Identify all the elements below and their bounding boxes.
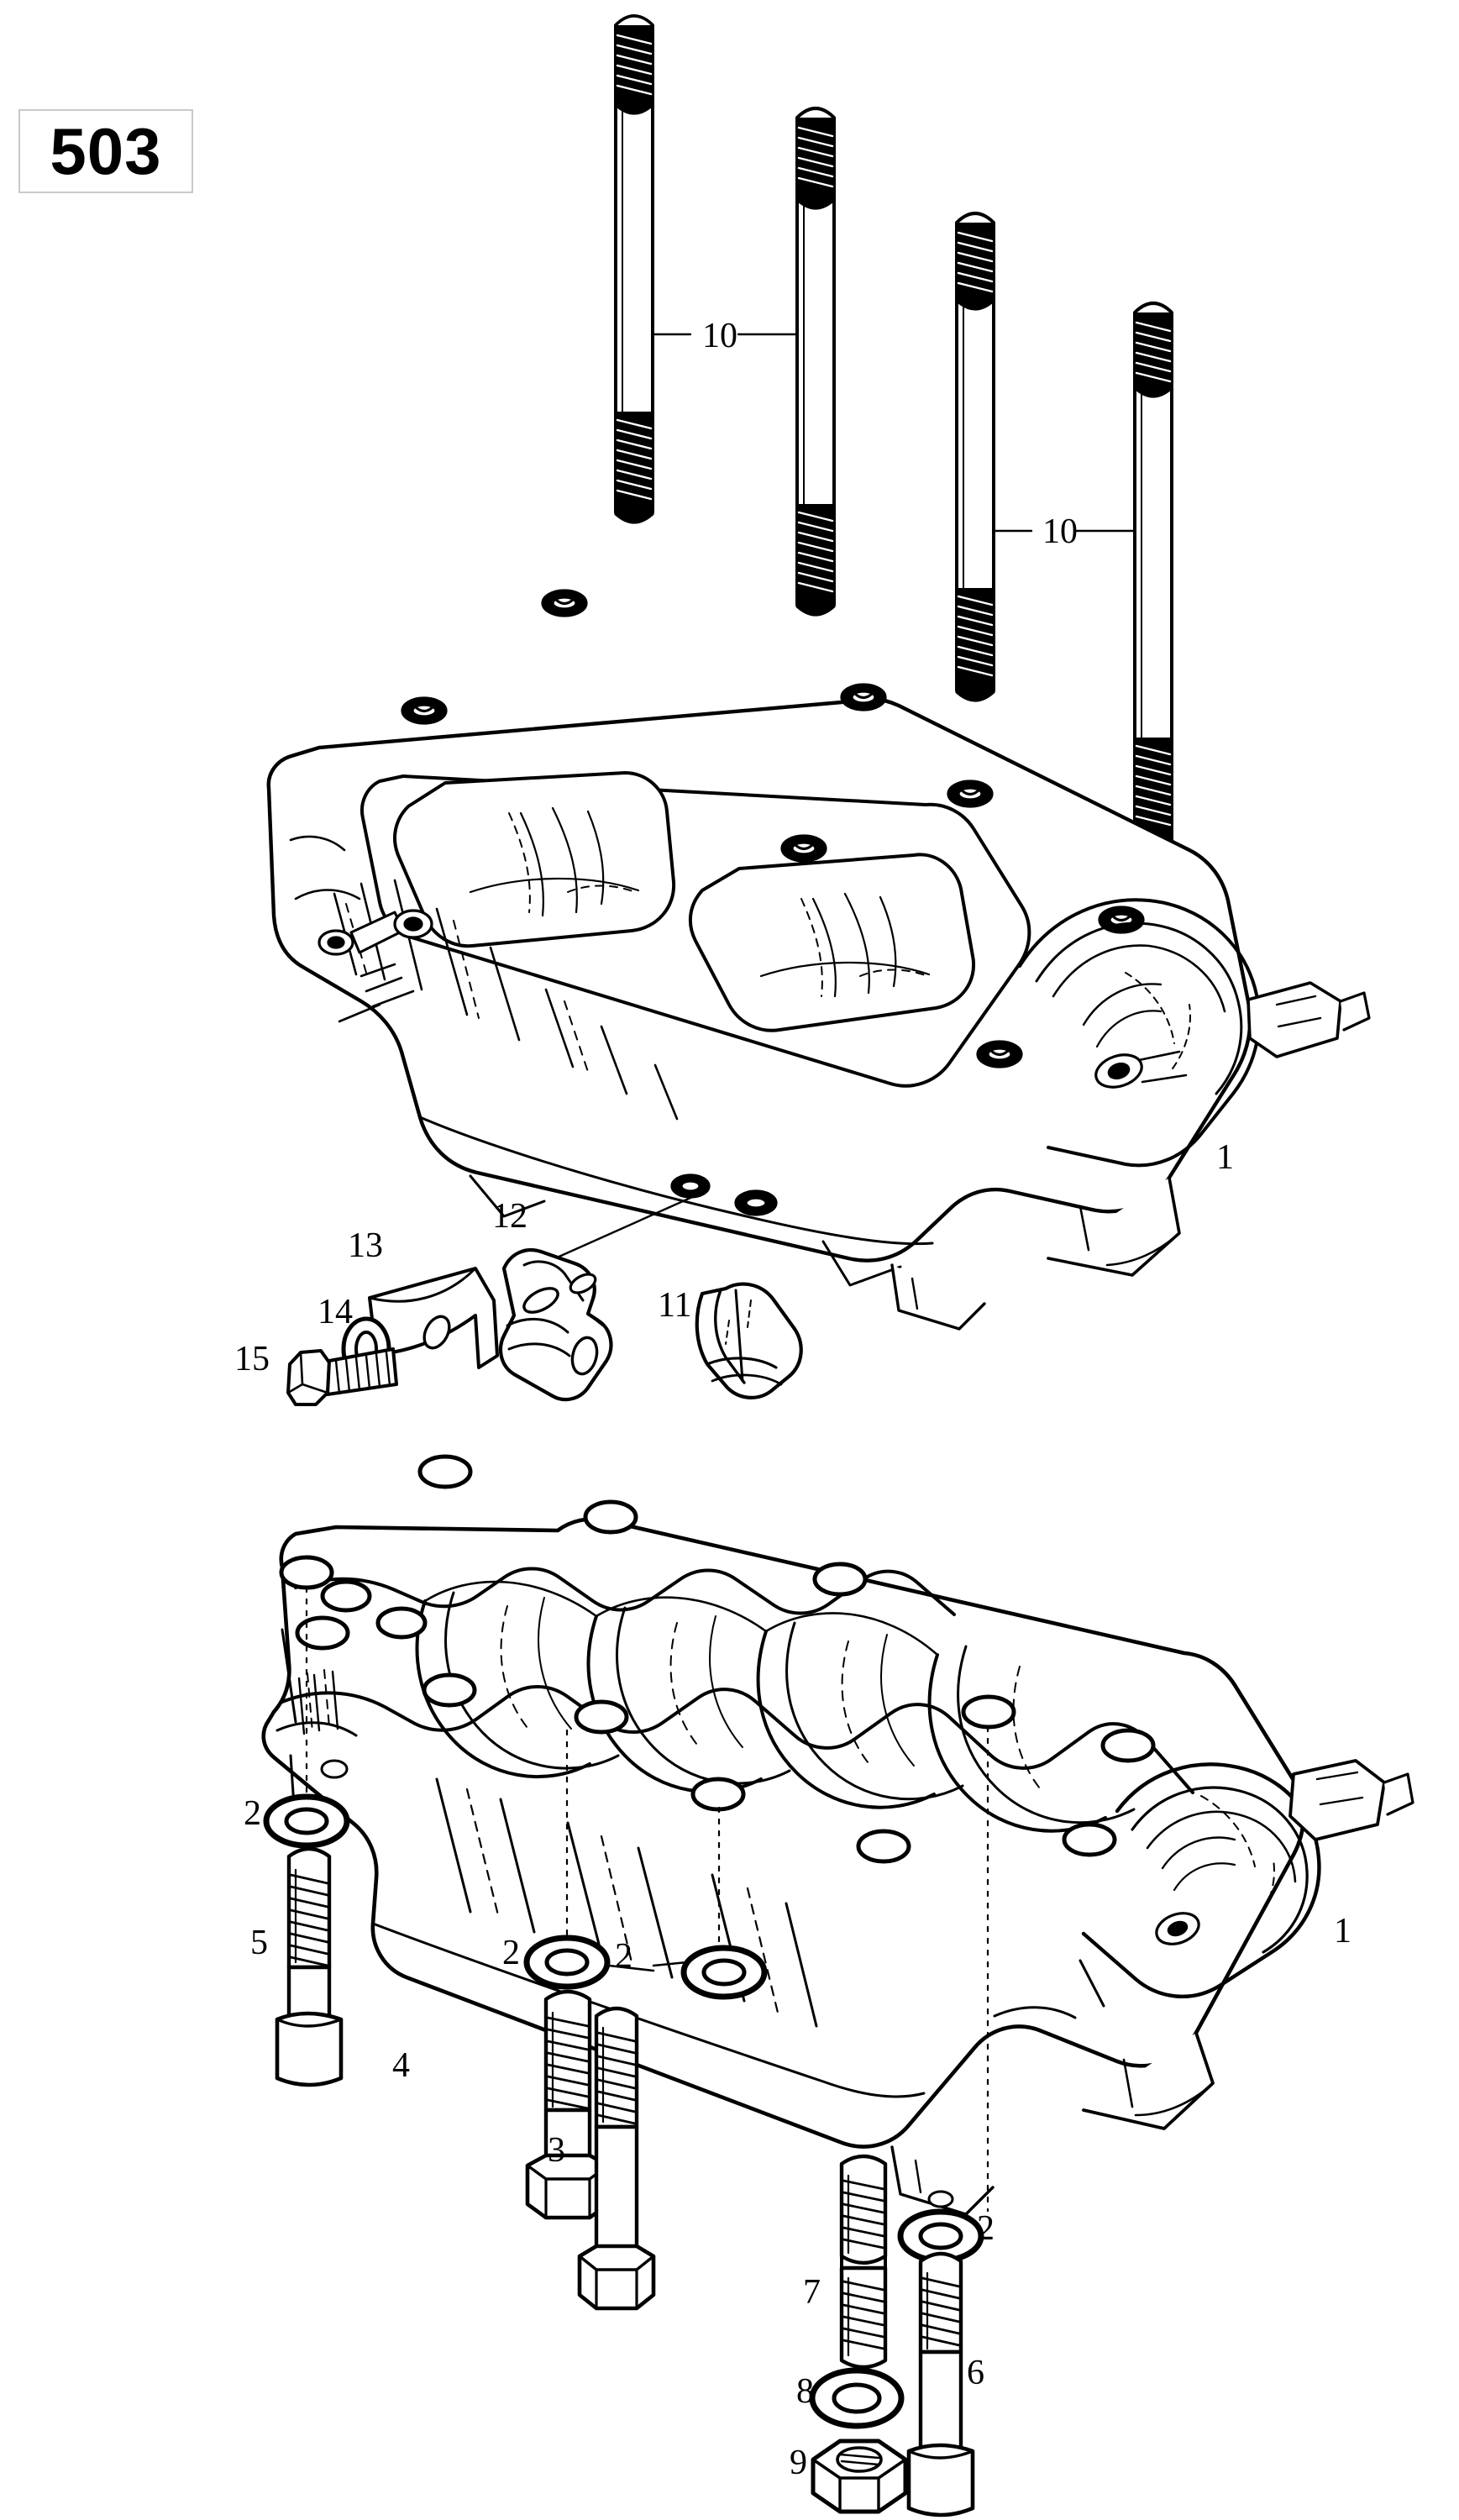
part-cable-guide-bracket (498, 1247, 613, 1402)
part-hex-bolt-4 (525, 1989, 611, 2220)
callout-12: 12 (492, 1197, 527, 1236)
callout-1-lower-case: 1 (1334, 1912, 1351, 1950)
part-stud-7 (839, 2154, 888, 2370)
plate-number: 503 (50, 114, 162, 188)
callout-6: 6 (967, 2354, 984, 2392)
part-bearing-half-sleeve (695, 1282, 803, 1399)
lower-bolt-holes (279, 1454, 1156, 1864)
callout-2-b: 2 (502, 1934, 520, 1972)
dotted-leaders (305, 1586, 989, 2213)
lower-bearing-bore (993, 1762, 1321, 2019)
part-washer-2a (263, 1793, 350, 1849)
callout-15: 15 (234, 1340, 270, 1378)
callout-10-lower: 10 (1042, 512, 1078, 551)
part-hex-bolt-3 (577, 2006, 656, 2311)
deck-bolt-holes (401, 589, 1145, 1216)
callout-3: 3 (548, 2131, 565, 2170)
stud-long-a (614, 14, 654, 524)
crankcase-half-lower (261, 1454, 1414, 2216)
callout-2-c: 2 (615, 1937, 632, 1976)
leader-12 (546, 1189, 707, 1263)
callout-5: 5 (250, 1924, 268, 1962)
stud-long-d (1133, 302, 1173, 852)
upper-bearing-bore (1018, 898, 1261, 1168)
part-lock-washer-8 (809, 2367, 905, 2429)
part-hex-screw-15 (286, 1347, 398, 1406)
plate-number-badge: 503 (18, 109, 193, 193)
callout-2-d: 2 (977, 2209, 995, 2248)
part-washer-2c (652, 1945, 768, 2000)
callout-1-upper-case: 1 (1216, 1138, 1234, 1177)
callout-11: 11 (658, 1286, 692, 1325)
part-washer-2b (523, 1935, 655, 1990)
crankcase-half-upper (266, 589, 1371, 1331)
callout-8: 8 (796, 2372, 814, 2411)
stud-long-b (795, 107, 836, 617)
callout-10-upper: 10 (702, 317, 737, 355)
callout-7: 7 (803, 2273, 821, 2312)
main-bearing-saddles (415, 1580, 1136, 1833)
part-socket-cap-screw-5 (275, 1846, 344, 2087)
stud-long-c (955, 212, 995, 702)
part-hex-nut-9 (811, 2439, 908, 2514)
callout-9: 9 (790, 2444, 807, 2482)
callout-2-a: 2 (244, 1794, 261, 1833)
callout-14: 14 (318, 1293, 353, 1331)
part-socket-cap-screw-6 (906, 2251, 975, 2517)
callout-13: 13 (348, 1226, 383, 1265)
callout-4: 4 (392, 2046, 410, 2085)
